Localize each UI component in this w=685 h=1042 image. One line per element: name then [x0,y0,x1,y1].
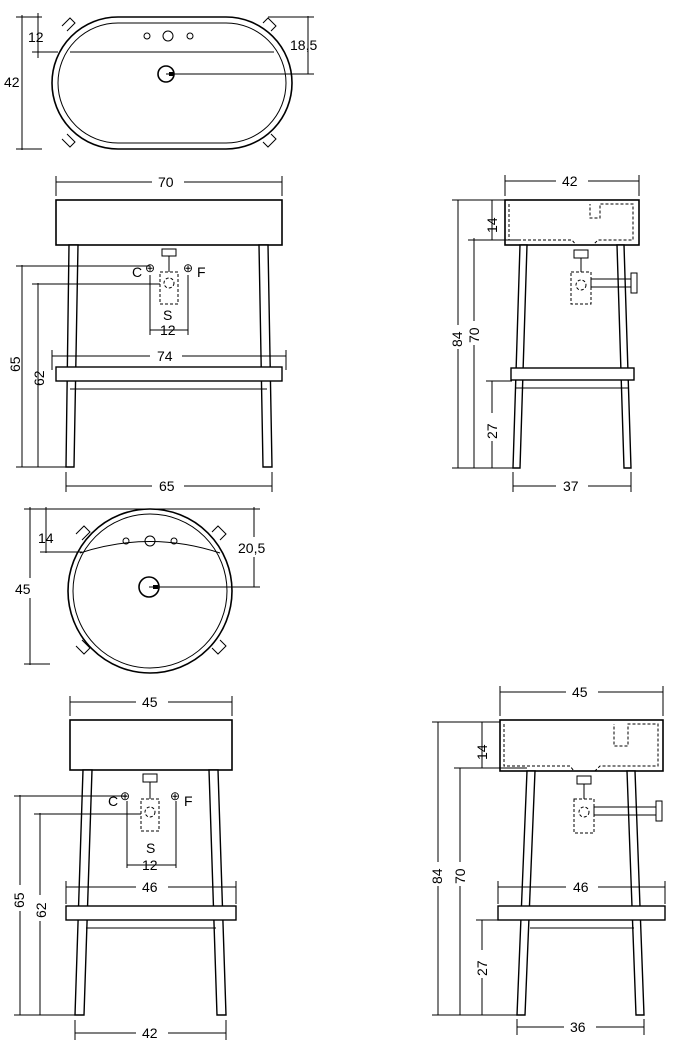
dim-84: 84 [449,331,465,347]
dim-70-side: 70 [452,868,468,884]
dim-20-5: 20,5 [238,540,265,556]
dim-65-vertical: 65 [11,892,27,908]
bracket-icon [75,639,91,655]
tap-hole-right [186,32,194,40]
dim-12-spacing: 12 [160,322,176,338]
basin-bowl-section [503,723,659,772]
siphon-trap [144,806,156,818]
dim-70: 70 [158,174,174,190]
dim-37: 37 [563,478,579,494]
view-front-70: C ⊕ ⊕ F S 12 70 74 65 65 [7,173,287,495]
label-s: S [163,307,172,323]
bracket-icon [61,133,76,148]
siphon-trap [163,277,175,289]
tap-hole-right [170,537,178,545]
tap-hole-left [122,537,130,545]
label-c: C [108,793,118,809]
siphon-top [142,773,158,783]
round-deck-line [79,541,221,554]
view-top-oval: 42 12 18,5 [4,13,317,150]
siphon-trap [578,806,590,818]
dim-12: 12 [28,29,44,45]
dim-12-spacing: 12 [142,857,158,873]
round-basin-inner [72,513,228,669]
shelf-side [497,905,666,921]
dim-45-round: 45 [15,581,31,597]
tap-hole-center [144,535,156,547]
siphon-side [570,271,592,305]
shelf-side [510,367,635,381]
dim-27: 27 [474,960,490,976]
cold-inlet-icon: ⊕ [170,789,180,803]
dim-14: 14 [474,744,490,760]
view-side-45: 45 46 36 84 70 14 27 [426,683,666,1036]
dim-14-round: 14 [38,530,54,546]
view-top-round: 45 14 20,5 [14,507,274,674]
label-f: F [197,264,206,280]
leg-right [208,769,227,1016]
view-front-45: C ⊕ ⊕ F S 12 45 46 42 65 [8,693,237,1042]
dim-65-vertical: 65 [7,356,23,372]
bracket-icon [75,525,91,541]
leg-left [74,769,93,1016]
siphon-top [161,248,177,257]
leg-front [512,244,528,469]
dim-18-5: 18,5 [290,37,317,53]
bracket-icon [211,525,227,541]
bracket-icon [61,17,76,32]
bracket-icon [211,639,227,655]
dim-84: 84 [429,868,445,884]
dim-36: 36 [570,1019,586,1035]
bracket-icon [262,133,277,148]
hot-inlet-icon: ⊕ [145,261,155,275]
tap-hole-left [143,32,151,40]
basin-front [69,719,233,771]
dim-74: 74 [157,348,173,364]
basin-side [504,199,640,246]
dim-46-front: 46 [142,879,158,895]
shelf [65,905,237,921]
waste-flange [630,272,638,294]
tap-hole-center [162,30,174,42]
oval-basin-outline [51,16,293,150]
label-c: C [132,264,142,280]
label-s: S [146,840,155,856]
dim-65-bottom: 65 [159,478,175,494]
label-f: F [184,793,193,809]
basin-side [499,719,664,772]
leg-front [516,770,536,1016]
dim-46-side: 46 [573,879,589,895]
basin-front [55,199,283,246]
dim-42-bottom: 42 [142,1025,158,1041]
dim-62-vertical: 62 [33,902,49,918]
dim-62-vertical: 62 [31,370,47,386]
siphon-top [576,775,592,785]
cold-inlet-icon: ⊕ [183,261,193,275]
waste-pipe [593,806,657,816]
leg-back [626,770,645,1016]
dim-70-side: 70 [466,327,482,343]
view-side-70: 42 37 84 70 14 27 [446,172,640,495]
dim-27: 27 [484,423,500,439]
dim-45-front: 45 [142,694,158,710]
dim-42-side: 42 [562,173,578,189]
bracket-icon [262,17,277,32]
round-basin-outline [67,508,233,674]
oval-basin-inner [57,22,287,144]
dim-14: 14 [484,217,500,233]
siphon-top [573,249,589,259]
siphon [140,798,160,832]
waste-flange [655,800,663,822]
siphon-trap [575,279,587,291]
dim-45-side: 45 [572,684,588,700]
dim-42: 42 [4,74,20,90]
basin-bowl-section [508,203,634,246]
siphon-side [573,798,595,834]
leg-back [616,244,632,469]
shelf [55,366,283,382]
